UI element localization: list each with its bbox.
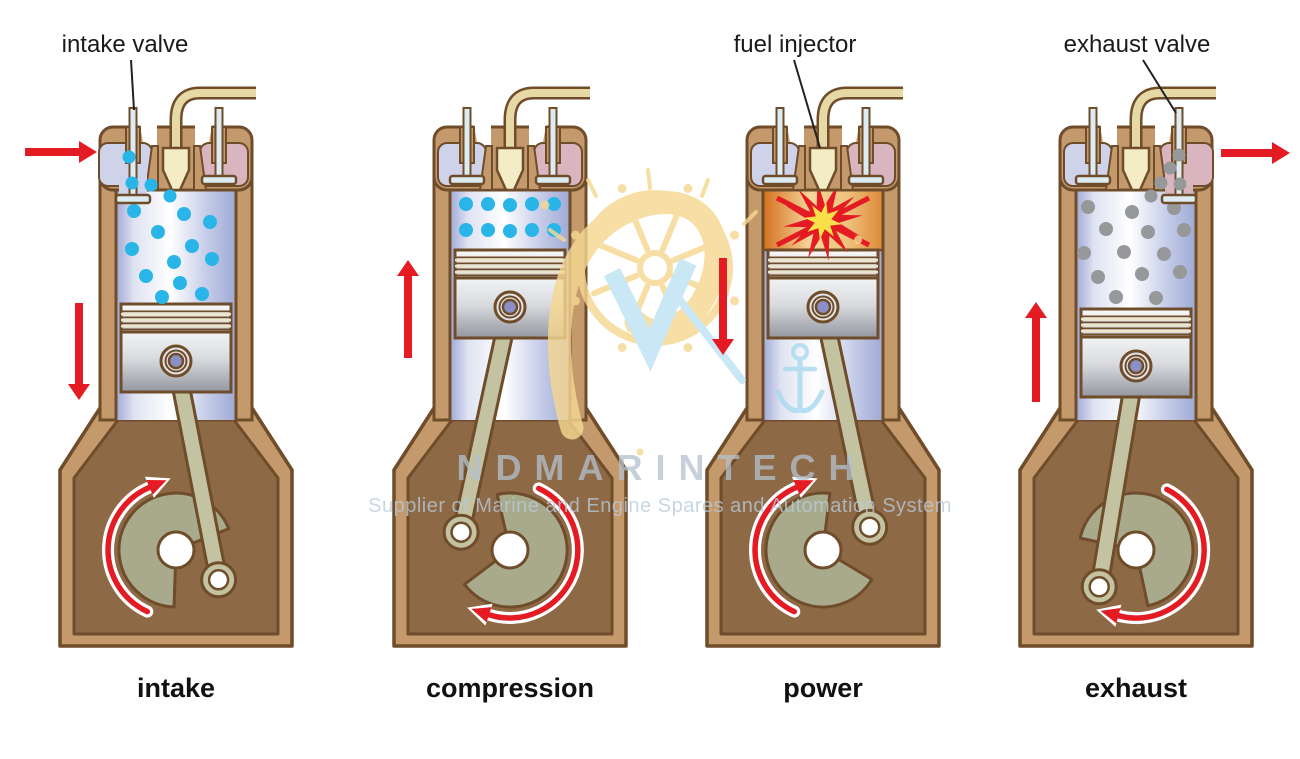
piston bbox=[766, 248, 880, 340]
engine-compression bbox=[392, 86, 628, 648]
fuel-injector bbox=[1121, 146, 1151, 192]
crank-journal bbox=[490, 530, 530, 570]
blue-tail-icon bbox=[668, 286, 746, 384]
gold-sparkles-icon bbox=[548, 168, 758, 242]
piston bbox=[453, 248, 567, 340]
exhaust-valve bbox=[534, 107, 572, 186]
stroke-label-exhaust: exhaust bbox=[1085, 673, 1187, 703]
intake-valve-callout-line bbox=[130, 59, 135, 111]
intake-valve bbox=[1074, 107, 1112, 186]
charge-particles bbox=[459, 197, 561, 238]
charge-particles bbox=[125, 204, 219, 304]
combustion-explosion-icon bbox=[775, 181, 871, 261]
exhaust-valve bbox=[200, 107, 238, 186]
gold-dots-icon bbox=[540, 200, 862, 456]
arrows-power bbox=[712, 258, 734, 355]
engine-power bbox=[705, 86, 941, 648]
watermark-tagline-text: Supplier of Marine and Engine Spares and… bbox=[368, 495, 952, 517]
intake-valve bbox=[448, 107, 486, 186]
piston bbox=[119, 302, 233, 394]
rotation-arrow bbox=[467, 482, 584, 626]
intake-valve bbox=[761, 107, 799, 186]
stroke-label-intake: intake bbox=[137, 673, 215, 703]
fuel-injector bbox=[161, 146, 191, 192]
engine-exhaust bbox=[1018, 86, 1254, 648]
engines-layer bbox=[58, 86, 1254, 648]
stroke-labels: intake compression power exhaust bbox=[137, 673, 1187, 703]
arrows-intake bbox=[25, 141, 97, 400]
piston bbox=[1079, 307, 1193, 399]
engine-intake bbox=[58, 86, 294, 648]
fuel-injector-callout-line bbox=[793, 59, 821, 149]
rotation-arrow bbox=[102, 476, 171, 618]
rotation-arrow bbox=[1096, 483, 1211, 627]
arrows-exhaust bbox=[1025, 142, 1290, 402]
port-particles bbox=[1144, 148, 1187, 203]
arrows-layer bbox=[25, 141, 1290, 402]
gold-swirl-icon bbox=[547, 191, 728, 440]
watermark: NDMARINTECH Supplier of Marine and Engin… bbox=[368, 168, 952, 517]
rotation-arrow bbox=[749, 476, 818, 618]
watermark-logo bbox=[540, 168, 862, 456]
fuel-injector bbox=[495, 146, 525, 192]
crank-journal bbox=[156, 530, 196, 570]
exhaust-valve bbox=[847, 107, 885, 186]
exhaust-valve-callout-line bbox=[1142, 59, 1177, 114]
crank-journal bbox=[803, 530, 843, 570]
charge-particles bbox=[1077, 200, 1191, 305]
callouts: intake valve fuel injector exhaust valve bbox=[62, 31, 1211, 149]
port-particles bbox=[122, 150, 177, 203]
watermark-brand-text: NDMARINTECH bbox=[457, 447, 868, 488]
crank-journal bbox=[1116, 530, 1156, 570]
wheel-hub-icon bbox=[637, 250, 673, 286]
fuel-injector bbox=[808, 146, 838, 192]
fuel-injector-label: fuel injector bbox=[734, 31, 857, 58]
intake-valve-label: intake valve bbox=[62, 31, 189, 58]
anchor-icon bbox=[775, 343, 825, 414]
stroke-label-compression: compression bbox=[426, 673, 594, 703]
stroke-label-power: power bbox=[783, 673, 863, 703]
arrows-compression bbox=[397, 260, 419, 358]
exhaust-valve-label: exhaust valve bbox=[1064, 31, 1211, 58]
